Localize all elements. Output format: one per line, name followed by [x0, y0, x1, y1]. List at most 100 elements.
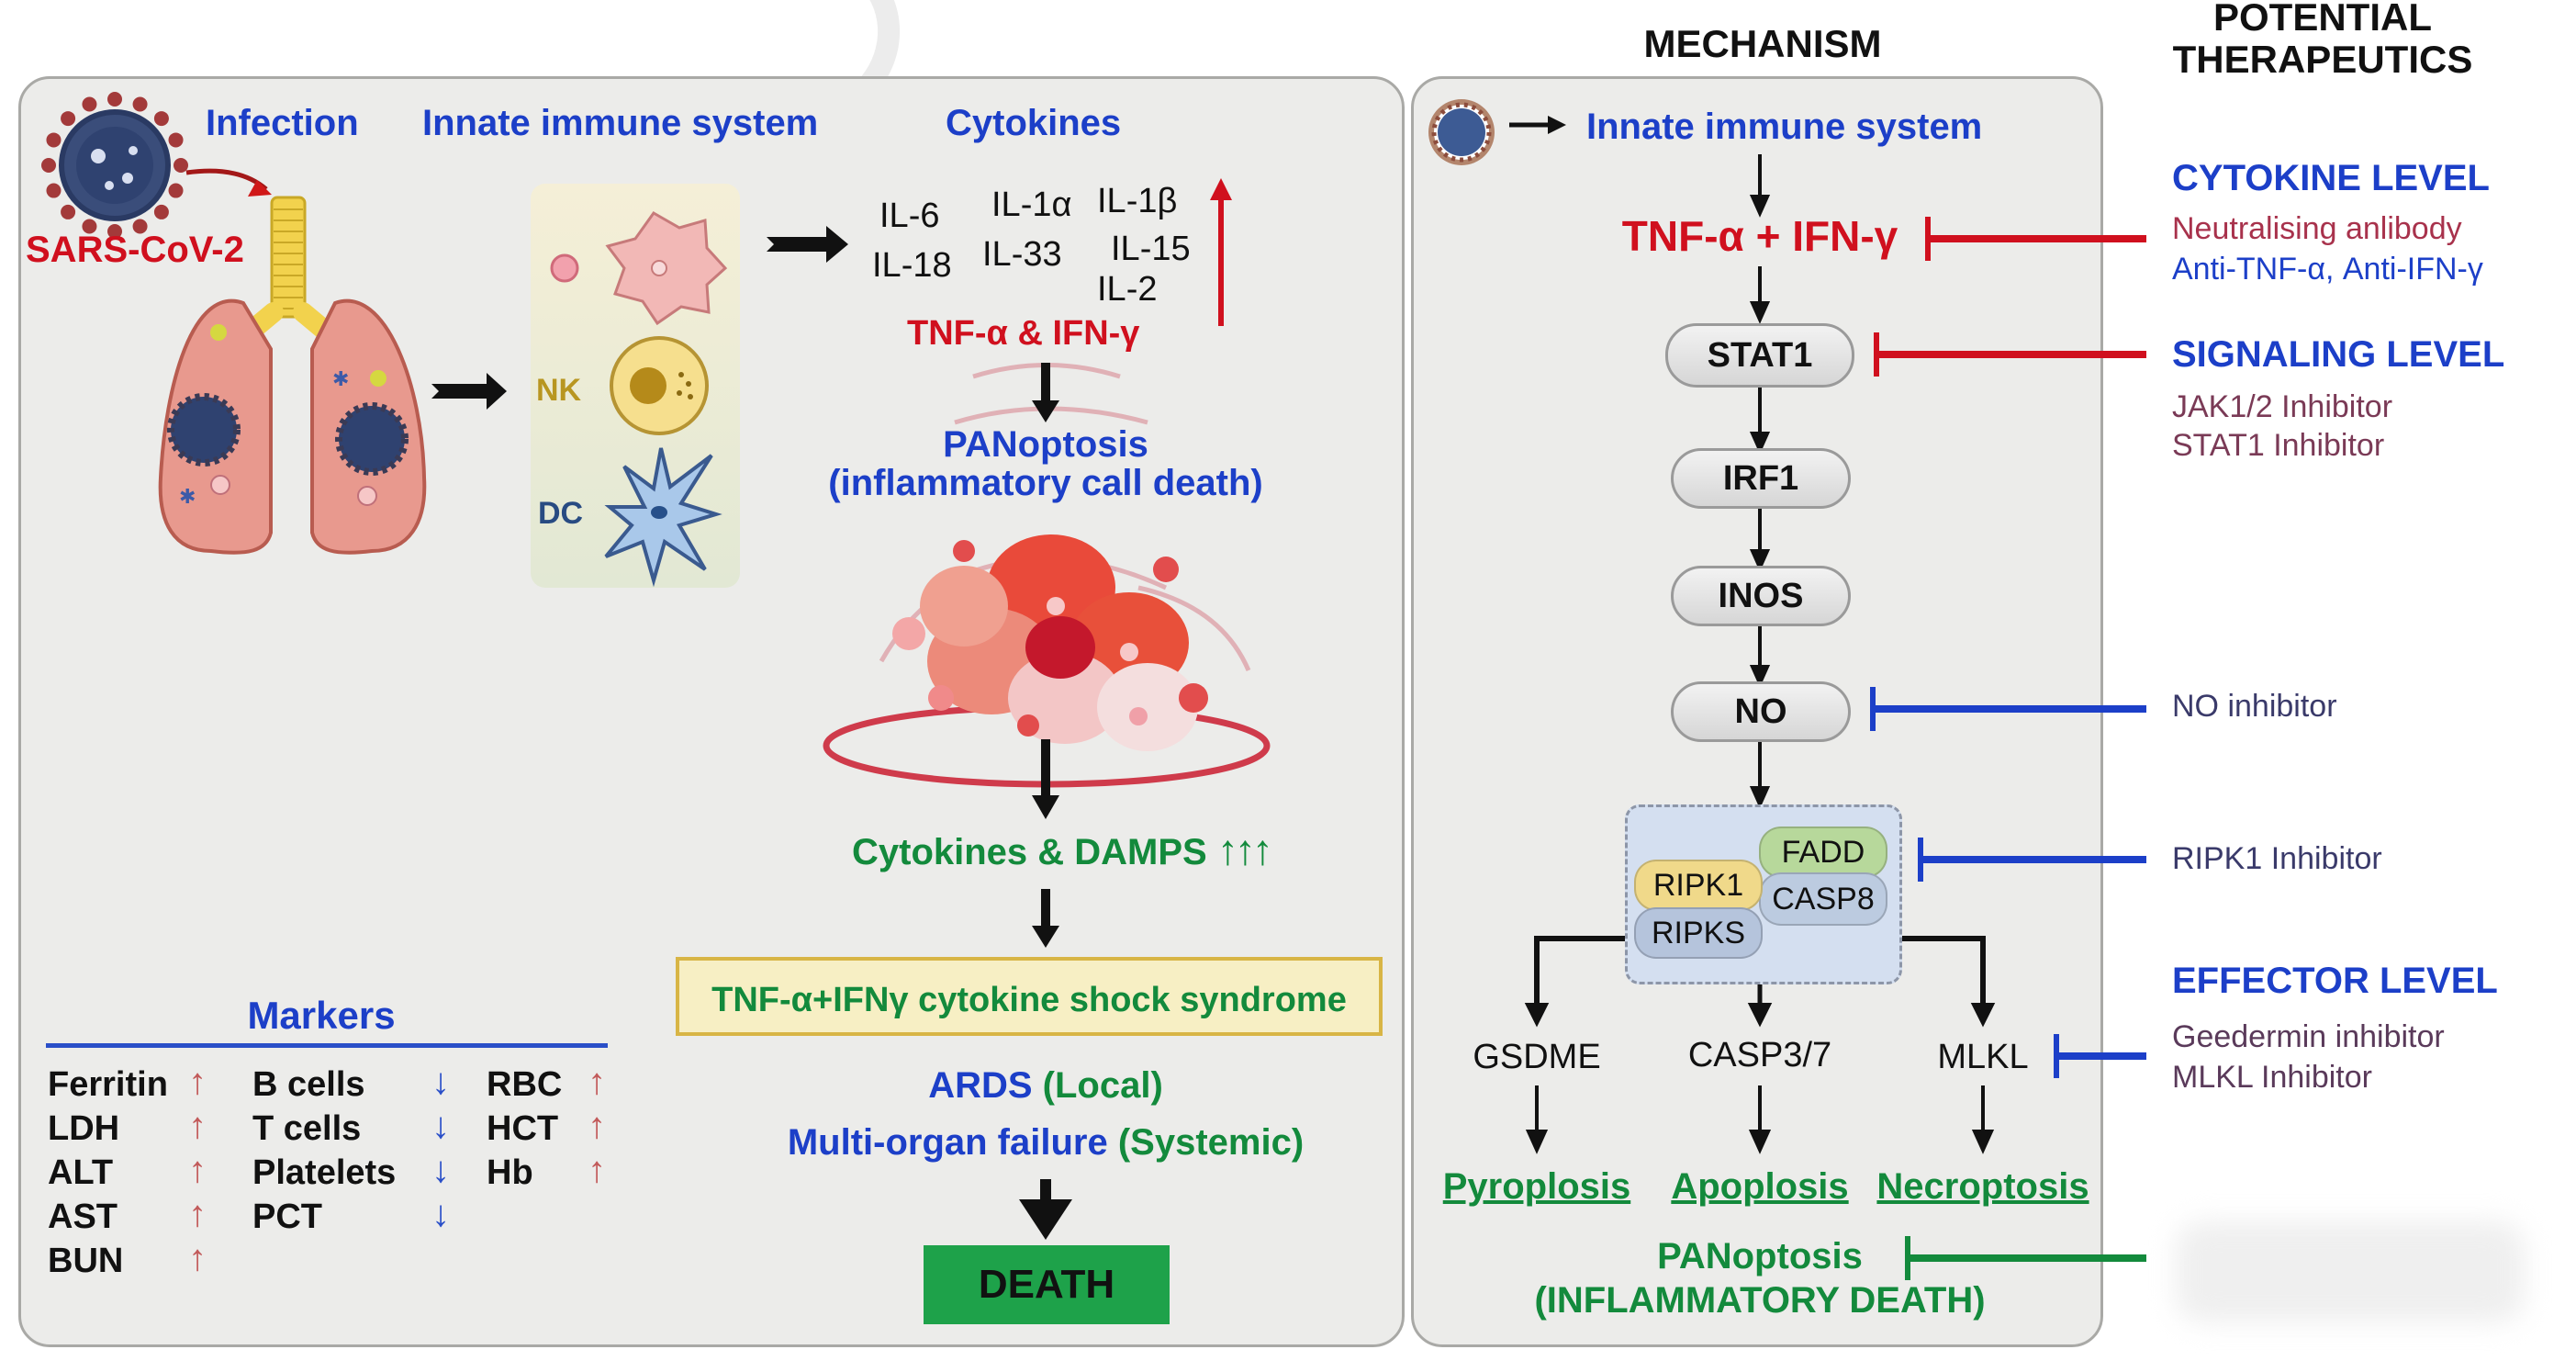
virus-spike — [61, 204, 76, 219]
cytokine-il18: IL-18 — [872, 246, 952, 285]
increase-arrow-icon: ↑ — [588, 1106, 606, 1146]
ards-line: ARDS (Local) — [862, 1065, 1229, 1107]
cytokine-il1b: IL-1β — [1097, 182, 1178, 220]
node-no: NO — [1671, 681, 1851, 742]
node-irf1: IRF1 — [1671, 448, 1851, 509]
inhibit-panoptosis-line — [1905, 1236, 2146, 1280]
cytokine-il1a: IL-1α — [991, 186, 1072, 224]
therapeutics-header-line2: THERAPEUTICS — [2172, 38, 2473, 81]
marker-name: BUN — [48, 1242, 124, 1280]
inhibit-cytokine-line — [1925, 217, 2146, 261]
final-panoptosis-title: PANoptosis — [1657, 1236, 1863, 1276]
outcome-necroptosis: Necroptosis — [1876, 1166, 2089, 1207]
virus-spike — [174, 158, 188, 173]
cytokine-level-line2: Anti-TNF-α, Anti-IFN-γ — [2172, 252, 2483, 287]
node-casp8: CASP8 — [1759, 872, 1887, 926]
final-panoptosis-subtitle: (INFLAMMATORY DEATH) — [1534, 1280, 1986, 1321]
mechanism-tnf-ifn: TNF-α + IFN-γ — [1621, 212, 1898, 260]
increase-arrow-icon: ↑ — [188, 1062, 207, 1102]
markers-divider — [46, 1043, 608, 1048]
node-ripk1: RIPK1 — [1634, 860, 1763, 911]
virus-spike — [168, 132, 184, 148]
marker-name: ALT — [48, 1153, 114, 1192]
ards-scope: (Local) — [1042, 1065, 1163, 1106]
dc-label: DC — [538, 496, 584, 531]
mof-line: Multi-organ failure (Systemic) — [724, 1122, 1367, 1164]
marker-name: Platelets — [252, 1153, 397, 1192]
marker-name: Ferritin — [48, 1065, 168, 1104]
inhibit-ripk1-line — [1918, 838, 2146, 882]
cytokine-il2: IL-2 — [1097, 270, 1158, 309]
marker-name: LDH — [48, 1109, 120, 1148]
decrease-arrow-icon: ↓ — [431, 1062, 450, 1102]
increase-arrow-icon: ↑ — [588, 1062, 606, 1102]
increase-arrow-icon: ↑ — [188, 1194, 207, 1234]
mechanism-header: MECHANISM — [1643, 22, 1882, 65]
blurred-redaction — [2176, 1221, 2525, 1322]
signaling-level-title: SIGNALING LEVEL — [2172, 334, 2505, 375]
increase-arrow-icon: ↑ — [188, 1238, 207, 1278]
ripk1-inhibitor-label: RIPK1 Inhibitor — [2172, 841, 2382, 876]
increase-arrow-icon: ↑ — [588, 1150, 606, 1190]
marker-name: PCT — [252, 1198, 322, 1236]
marker-name: Hb — [487, 1153, 533, 1192]
virus-spike — [168, 183, 184, 198]
increase-arrow-icon: ↑ — [188, 1150, 207, 1190]
virus-spike — [46, 183, 62, 198]
svg-text:✱: ✱ — [179, 485, 196, 508]
cytokine-il15: IL-15 — [1111, 230, 1191, 268]
effector-level-line2: MLKL Inhibitor — [2172, 1060, 2372, 1095]
nk-cell-icon — [610, 336, 709, 435]
panoptosis-subtitle: (inflammatory call death) — [828, 463, 1263, 503]
cytokines-label: Cytokines — [946, 103, 1122, 143]
macrophage-icon — [605, 211, 728, 326]
markers-title: Markers — [247, 994, 396, 1037]
inhibit-no-line — [1870, 687, 2146, 731]
mof-scope: (Systemic) — [1117, 1122, 1305, 1163]
decrease-arrow-icon: ↓ — [431, 1150, 450, 1190]
signaling-level-line2: STAT1 Inhibitor — [2172, 428, 2385, 463]
ards-label: ARDS — [928, 1065, 1033, 1106]
cytokine-level-title: CYTOKINE LEVEL — [2172, 158, 2490, 198]
innate-immune-label: Innate immune system — [422, 103, 819, 143]
therapeutics-header: POTENTIAL THERAPEUTICS — [2139, 0, 2506, 81]
virus-label: SARS-CoV-2 — [26, 230, 244, 270]
tnf-ifn-label: TNF-α & IFN-γ — [907, 314, 1140, 353]
node-ripk3: RIPKS — [1634, 907, 1763, 959]
virus-spike — [107, 92, 122, 107]
virus-spike — [46, 132, 62, 148]
marker-name: T cells — [252, 1109, 362, 1148]
no-inhibitor-label: NO inhibitor — [2172, 689, 2337, 724]
infection-label: Infection — [206, 103, 359, 143]
dendritic-cell-icon — [604, 447, 722, 588]
marker-name: HCT — [487, 1109, 559, 1148]
node-stat1: STAT1 — [1665, 323, 1854, 388]
death-box: DEATH — [924, 1245, 1170, 1324]
effector-gsdme: GSDME — [1473, 1038, 1601, 1076]
damps-text: Cytokines & DAMPS — [852, 832, 1207, 872]
outcome-pyroptosis: Pyroplosis — [1442, 1166, 1631, 1207]
virus-spike — [82, 219, 97, 234]
node-fadd: FADD — [1759, 827, 1887, 878]
virus-spike — [132, 96, 148, 112]
virus-spike — [41, 158, 56, 173]
outcome-apoptosis: Apoplosis — [1671, 1166, 1849, 1207]
signaling-level-line1: JAK1/2 Inhibitor — [2172, 389, 2393, 424]
virus-spike — [107, 224, 122, 239]
damps-label: Cytokines & DAMPS ↑↑↑ — [852, 825, 1273, 874]
cytokine-il6: IL-6 — [879, 197, 940, 235]
inhibit-stat1-line — [1874, 332, 2146, 377]
therapeutics-header-line1: POTENTIAL — [2213, 0, 2432, 39]
damps-increase-icon: ↑↑↑ — [1216, 826, 1273, 873]
effector-level-title: EFFECTOR LEVEL — [2172, 961, 2498, 1001]
panoptosis-title: PANoptosis — [943, 424, 1148, 465]
virus-spike — [132, 219, 148, 234]
effector-mlkl: MLKL — [1937, 1038, 2029, 1076]
